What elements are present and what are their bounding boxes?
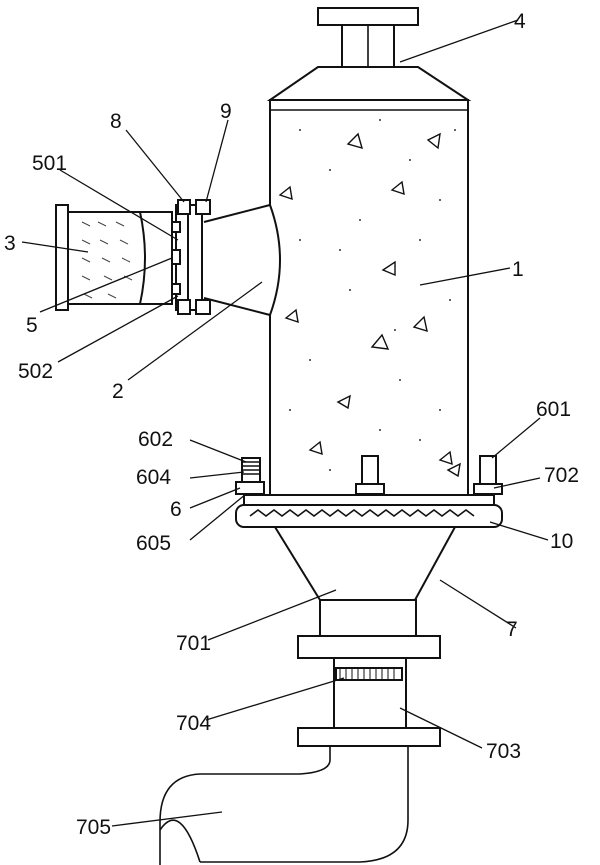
label-3: 3 [4,232,16,255]
label-8: 8 [110,110,122,133]
lower-cone [273,526,457,637]
filter-cartridge [55,204,173,311]
lower-chamber [297,635,441,747]
lower-flange-ring [235,494,503,528]
main-body [269,99,469,496]
top-outlet [266,7,472,101]
label-1: 1 [512,258,524,281]
label-705: 705 [76,816,111,839]
label-701: 701 [176,632,211,655]
side-flange [171,199,211,315]
leader-lines [21,19,549,827]
clamps [235,455,503,495]
label-602: 602 [138,428,173,451]
label-501: 501 [32,152,67,175]
label-703: 703 [486,740,521,763]
label-502: 502 [18,360,53,383]
outlet-pipe [159,746,409,865]
label-704: 704 [176,712,211,735]
label-2: 2 [112,380,124,403]
label-601: 601 [536,398,571,421]
labels: 4 1 2 3 5 501 502 8 9 601 602 604 6 605 … [4,10,579,839]
label-604: 604 [136,466,171,489]
label-6: 6 [170,498,182,521]
label-10: 10 [550,530,573,553]
label-7: 7 [506,618,518,641]
label-9: 9 [220,100,232,123]
label-4: 4 [514,10,526,33]
label-702: 702 [544,464,579,487]
side-inlet-duct [203,203,281,317]
label-5: 5 [26,314,38,337]
label-605: 605 [136,532,171,555]
